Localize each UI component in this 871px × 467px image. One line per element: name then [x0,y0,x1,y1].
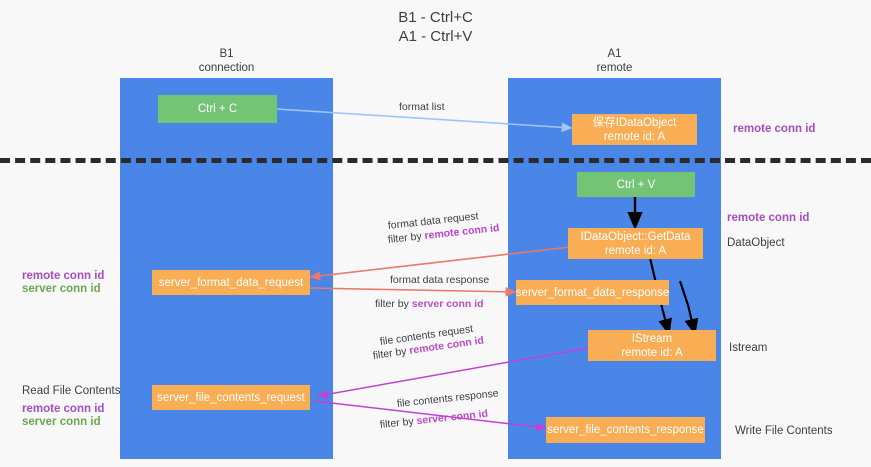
annotation-filter-key-server-conn-id: server conn id [411,298,484,310]
node-server-format-data-request[interactable]: server_format_data_request [152,270,310,295]
node-idataobject-getdata-line1: IDataObject::GetData [580,230,691,243]
column-header-left-role: connection [198,62,255,74]
node-server-file-contents-request[interactable]: server_file_contents_request [152,385,310,410]
node-istream-line2: remote id: A [621,346,683,359]
node-idataobject-getdata-line2: remote id: A [604,244,667,257]
annotation-format-list: format list [399,101,445,114]
node-istream[interactable]: IStream remote id: A [588,330,716,361]
label-dataobject: DataObject [727,237,785,249]
node-server-format-data-response-label: server_format_data_response [515,286,670,299]
annotation-file-contents-response-filter: filter by server conn id [379,408,488,432]
annotation-filter-prefix-3: filter by [372,344,411,362]
annotation-format-list-text: format list [399,101,445,113]
annotation-file-contents-response-text: file contents response [396,387,500,410]
diagram-title: B1 - Ctrl+C A1 - Ctrl+V [0,8,871,46]
node-save-idataobject[interactable]: 保存IDataObject remote id: A [572,114,697,145]
annotation-filter-prefix-4: filter by [379,415,418,431]
label-remote-conn-id-top: remote conn id [733,123,816,135]
column-header-right-role: remote [596,62,633,74]
column-header-right: A1 remote [508,47,721,75]
annotation-format-data-response-filter: filter by server conn id [375,298,484,311]
node-save-idataobject-line1: 保存IDataObject [592,116,677,129]
label-left-server-conn-id-mid: server conn id [22,283,101,295]
label-left-server-conn-id-bottom: server conn id [22,416,101,428]
node-idataobject-getdata[interactable]: IDataObject::GetData remote id: A [568,228,703,259]
column-header-left-name: B1 [219,48,234,60]
annotation-format-data-response: format data response [390,274,489,287]
label-remote-conn-id-mid: remote conn id [727,212,810,224]
label-left-remote-conn-id-bottom: remote conn id [22,403,105,415]
node-save-idataobject-line2: remote id: A [603,130,666,143]
section-separator [0,158,871,163]
annotation-filter-prefix: filter by [387,230,426,246]
annotation-filter-key-server-conn-id-2: server conn id [415,407,489,428]
label-read-file-contents: Read File Contents [22,385,121,397]
annotation-format-data-response-text: format data response [390,274,490,286]
node-server-file-contents-response[interactable]: server_file_contents_response [546,417,705,443]
node-server-file-contents-request-label: server_file_contents_request [157,391,305,404]
label-write-file-contents: Write File Contents [735,425,833,437]
node-ctrl-v[interactable]: Ctrl + V [577,172,695,197]
title-line-1: B1 - Ctrl+C [398,9,473,26]
node-server-format-data-request-label: server_format_data_request [158,276,304,289]
node-ctrl-c-label: Ctrl + C [197,103,238,115]
node-istream-line1: IStream [631,332,673,345]
node-server-file-contents-response-label: server_file_contents_response [547,424,704,436]
annotation-filter-prefix-2: filter by [375,298,412,310]
node-ctrl-c[interactable]: Ctrl + C [158,95,277,123]
column-header-right-name: A1 [607,48,622,60]
label-left-remote-conn-id-mid: remote conn id [22,270,105,282]
column-header-left: B1 connection [120,47,333,75]
node-server-format-data-response[interactable]: server_format_data_response [516,280,669,305]
label-istream: Istream [729,342,768,354]
title-line-2: A1 - Ctrl+V [398,28,473,45]
node-ctrl-v-label: Ctrl + V [616,178,656,191]
